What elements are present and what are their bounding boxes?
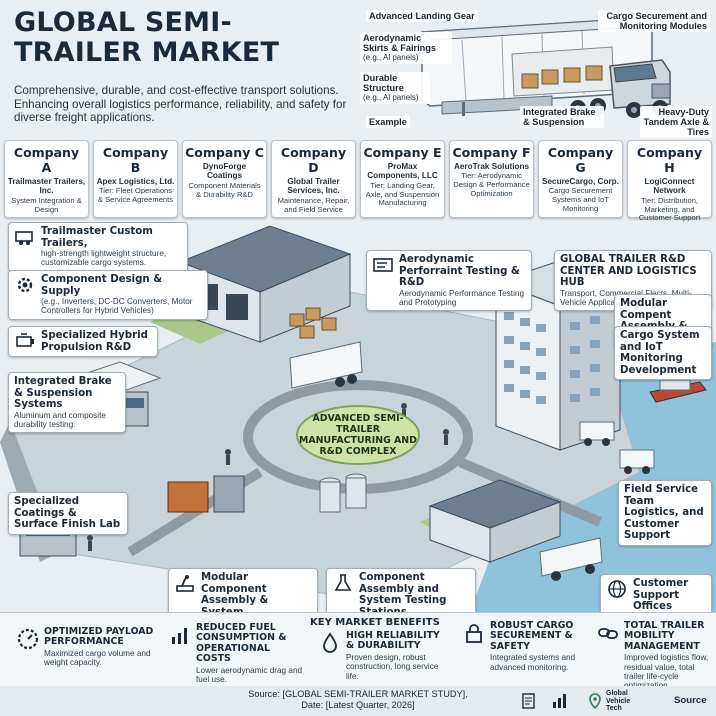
- location-pin-icon: [589, 693, 601, 710]
- chain-link-icon: [598, 628, 618, 639]
- assembly-robot-icon: [176, 575, 194, 592]
- callout-brake: Integrated Brake & Suspension: [520, 106, 604, 128]
- company-card-b: Company B Apex Logistics, Ltd. Tier: Fle…: [93, 140, 178, 218]
- label-trailmaster: Trailmaster Custom Trailers, high-streng…: [8, 222, 188, 272]
- benefit-payload: OPTIMIZED PAYLOAD PERFORMANCE Maximized …: [16, 626, 156, 668]
- callout-landing-gear: Advanced Landing Gear: [366, 10, 478, 22]
- label-field-service: Field Service Team Logistics, and Custom…: [618, 480, 712, 546]
- wind-tunnel-icon: [373, 258, 393, 272]
- label-component-design: Component Design & Supply (e.g., Inverte…: [8, 270, 208, 320]
- benefit-cargo-securement: ROBUST CARGO SECUREMENT & SAFETY Integra…: [462, 620, 586, 672]
- key-benefits-bar: KEY MARKET BENEFITS OPTIMIZED PAYLOAD PE…: [0, 612, 716, 690]
- company-card-f: Company F AeroTrak Solutions Tier: Aerod…: [449, 140, 534, 218]
- source-citation: Source: [GLOBAL SEMI-TRAILER MARKET STUD…: [248, 689, 468, 710]
- benefit-mobility: TOTAL TRAILER MOBILITY MANAGEMENT Improv…: [596, 620, 714, 691]
- gear-icon: [17, 277, 33, 293]
- source-label: Source: [674, 695, 707, 706]
- source-bar: Source: [GLOBAL SEMI-TRAILER MARKET STUD…: [0, 686, 716, 716]
- lock-icon: [466, 624, 482, 643]
- company-card-g: Company G SecureCargo, Corp. Cargo Secur…: [538, 140, 623, 218]
- company-card-c: Company C DynoForge Coatings Component M…: [182, 140, 267, 218]
- logo-text: Global Vehicle Tech: [606, 690, 631, 713]
- benefit-reliability: HIGH RELIABILITY & DURABILITY Proven des…: [318, 630, 450, 681]
- callout-example: Example: [366, 116, 410, 128]
- callout-skirts: Aerodynamic Skirts & Fairings (e.g., Al …: [360, 32, 452, 64]
- trailer-icon: [15, 231, 33, 245]
- engine-icon: [16, 333, 34, 347]
- label-brake-systems: Integrated Brake & Suspension Systems Al…: [8, 372, 126, 434]
- benefit-fuel: REDUCED FUEL CONSUMPTION & OPERATIONAL C…: [168, 622, 304, 684]
- trailer-illustration: Advanced Landing Gear Aerodynamic Skirts…: [352, 4, 714, 138]
- bar-chart-icon: [553, 694, 566, 708]
- label-hybrid: Specialized Hybrid Propulsion R&D: [8, 326, 158, 357]
- center-complex-badge: ADVANCED SEMI-TRAILER MANUFACTURING AND …: [296, 405, 420, 465]
- drop-icon: [323, 632, 337, 653]
- flask-icon: [334, 574, 352, 591]
- document-edit-icon: [522, 693, 535, 709]
- label-aero-testing: Aerodynamic Perforraint Testing & R&D Ae…: [366, 250, 532, 312]
- company-card-a: Company A Trailmaster Trailers, Inc. Sys…: [4, 140, 89, 218]
- semi-trailer-truck-icon: [420, 17, 671, 118]
- label-coatings: Specialized Coatings & Surface Finish La…: [8, 492, 128, 535]
- callout-tandem: Heavy-Duty Tandem Axle & Tires: [640, 106, 712, 138]
- globe-icon: [608, 580, 626, 598]
- company-card-e: Company E ProMax Components, LLC Tier: L…: [360, 140, 445, 218]
- company-row: Company A Trailmaster Trailers, Inc. Sys…: [4, 140, 712, 222]
- company-card-h: Company H LogiConnect Network Tier: Dist…: [627, 140, 712, 222]
- callout-durable: Durable Structure (e.g., Al panels): [360, 72, 430, 104]
- label-support-offices: Customer Support Offices: [600, 574, 712, 617]
- callout-cargo-modules: Cargo Securement and Monitoring Modules: [598, 10, 710, 32]
- factory-complex-scene: ADVANCED SEMI-TRAILER MANUFACTURING AND …: [0, 222, 716, 634]
- company-card-d: Company D Global Trailer Services, Inc. …: [271, 140, 356, 218]
- bar-chart-icon: [172, 628, 187, 644]
- page-title: GLOBAL SEMI-TRAILER MARKET: [14, 7, 280, 68]
- label-iot-dev: Cargo System and IoT Monitoring Developm…: [614, 326, 712, 380]
- gauge-gear-icon: [17, 628, 39, 650]
- page-subtitle: Comprehensive, durable, and cost-effecti…: [14, 84, 347, 124]
- benefits-title: KEY MARKET BENEFITS: [310, 617, 440, 628]
